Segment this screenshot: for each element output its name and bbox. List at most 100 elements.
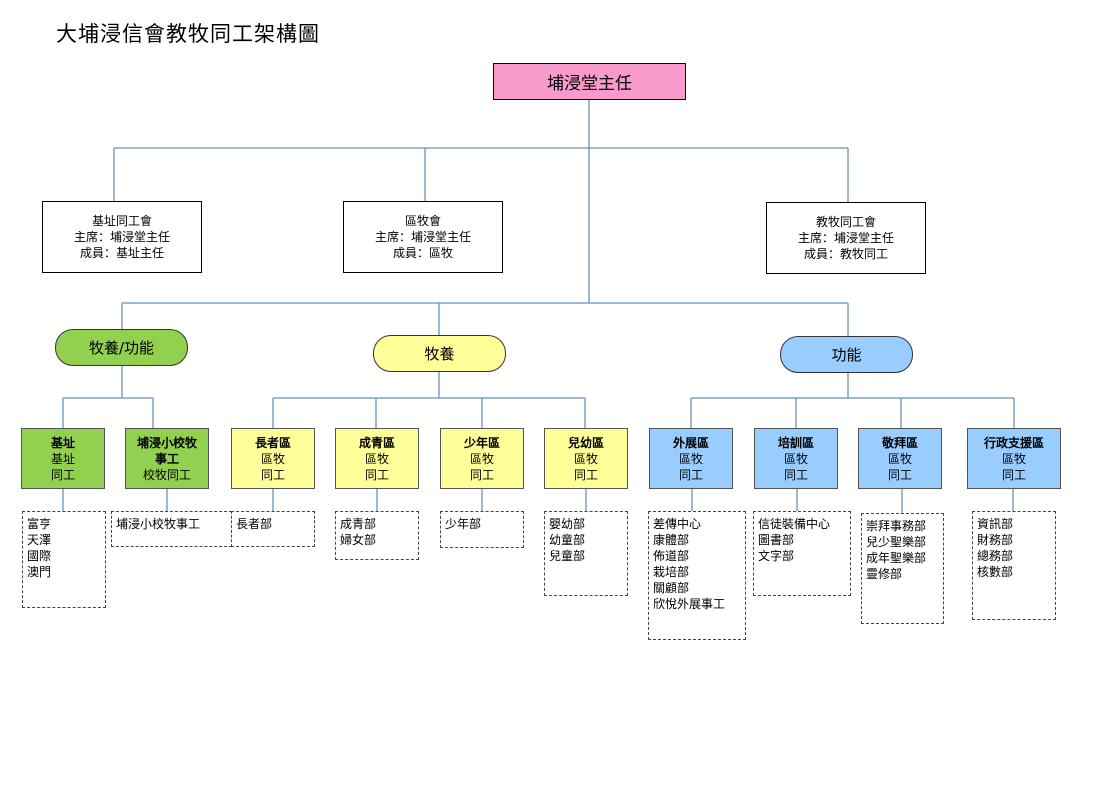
committee-name: 教牧同工會 xyxy=(815,215,876,229)
dept-list-worship: 崇拜事務部 兒少聖樂部 成年聖樂部 靈修部 xyxy=(861,513,944,624)
unit-line3: 同工 xyxy=(678,467,703,482)
unit-line2: 區牧 xyxy=(573,451,598,466)
top-node-label: 埔浸堂主任 xyxy=(547,74,632,94)
dept-item: 栽培部 xyxy=(653,565,690,579)
dept-list-elderly: 長者部 xyxy=(231,511,315,547)
unit-line2: 區牧 xyxy=(1001,451,1026,466)
unit-primary-school-chaplaincy: 埔浸小校牧事工 校牧同工 xyxy=(125,428,209,489)
unit-line3: 同工 xyxy=(1001,467,1026,482)
committee-chair: 主席：埔浸堂主任 xyxy=(374,230,471,244)
unit-name: 長者區 xyxy=(254,435,291,450)
dept-list-admin-support: 資訊部 財務部 總務部 核數部 xyxy=(972,511,1056,620)
committee-district-pastors: 區牧會 主席：埔浸堂主任 成員：區牧 xyxy=(343,201,503,273)
unit-name: 少年區 xyxy=(463,435,500,450)
committee-members: 成員：區牧 xyxy=(392,246,453,260)
dept-list-outreach: 差傳中心 康體部 佈道部 栽培部 關顧部 欣悅外展事工 xyxy=(648,511,746,640)
dept-list-primary-school-chaplaincy: 埔浸小校牧事工 xyxy=(111,511,232,547)
unit-training: 培訓區 區牧 同工 xyxy=(754,428,838,489)
unit-admin-support: 行政支援區 區牧 同工 xyxy=(967,428,1061,489)
committee-members: 成員：基址主任 xyxy=(79,246,164,260)
unit-children: 兒幼區 區牧 同工 xyxy=(544,428,628,489)
dept-item: 核數部 xyxy=(977,565,1014,579)
unit-line2: 區牧 xyxy=(469,451,494,466)
unit-name: 外展區 xyxy=(672,435,709,450)
dept-item: 兒少聖樂部 xyxy=(866,535,927,549)
dept-item: 關顧部 xyxy=(653,581,690,595)
committee-pastoral-staff: 教牧同工會 主席：埔浸堂主任 成員：教牧同工 xyxy=(766,202,926,274)
dept-item: 少年部 xyxy=(445,517,482,531)
unit-name: 敬拜區 xyxy=(881,435,918,450)
unit-line3: 同工 xyxy=(364,467,389,482)
dept-item: 總務部 xyxy=(977,549,1014,563)
unit-line2: 區牧 xyxy=(678,451,703,466)
dept-item: 文字部 xyxy=(758,549,795,563)
dept-item: 欣悅外展事工 xyxy=(653,597,726,611)
unit-line2: 基址 xyxy=(50,451,75,466)
dept-item: 差傳中心 xyxy=(653,517,702,531)
unit-line2: 區牧 xyxy=(364,451,389,466)
unit-name: 兒幼區 xyxy=(567,435,604,450)
committee-base-staff: 基址同工會 主席：埔浸堂主任 成員：基址主任 xyxy=(42,201,202,273)
dept-item: 幼童部 xyxy=(549,533,586,547)
committee-name: 基址同工會 xyxy=(91,214,152,228)
dept-item: 國際 xyxy=(27,549,52,563)
dept-item: 靈修部 xyxy=(866,567,903,581)
unit-young-adult: 成青區 區牧 同工 xyxy=(335,428,419,489)
dept-item: 富亨 xyxy=(27,517,52,531)
dept-item: 佈道部 xyxy=(653,549,690,563)
group-pill-pastoral: 牧養 xyxy=(373,335,506,372)
dept-item: 財務部 xyxy=(977,533,1014,547)
unit-name: 培訓區 xyxy=(777,435,814,450)
unit-line3: 同工 xyxy=(887,467,912,482)
dept-item: 崇拜事務部 xyxy=(866,519,927,533)
committee-chair: 主席：埔浸堂主任 xyxy=(797,231,894,245)
dept-item: 長者部 xyxy=(236,517,273,531)
group-label: 牧養 xyxy=(424,345,455,363)
group-label: 功能 xyxy=(831,346,862,364)
dept-item: 澳門 xyxy=(27,565,52,579)
dept-item: 資訊部 xyxy=(977,517,1014,531)
dept-item: 康體部 xyxy=(653,533,690,547)
dept-list-training: 信徒裝備中心 圖書部 文字部 xyxy=(753,511,851,596)
unit-youth: 少年區 區牧 同工 xyxy=(440,428,524,489)
dept-list-youth: 少年部 xyxy=(440,511,524,548)
dept-list-base: 富亨 天澤 國際 澳門 xyxy=(22,511,106,608)
committee-members: 成員：教牧同工 xyxy=(803,247,888,261)
unit-line3: 校牧同工 xyxy=(142,467,191,482)
chart-title: 大埔浸信會教牧同工架構圖 xyxy=(56,22,320,46)
dept-item: 成青部 xyxy=(340,517,377,531)
unit-line2: 區牧 xyxy=(260,451,285,466)
dept-item: 天澤 xyxy=(27,533,52,547)
unit-line3: 同工 xyxy=(573,467,598,482)
dept-item: 埔浸小校牧事工 xyxy=(116,517,201,531)
unit-line3: 同工 xyxy=(783,467,808,482)
unit-elderly: 長者區 區牧 同工 xyxy=(231,428,315,489)
committee-name: 區牧會 xyxy=(404,214,441,228)
unit-line2: 區牧 xyxy=(887,451,912,466)
unit-worship: 敬拜區 區牧 同工 xyxy=(858,428,942,489)
dept-item: 兒童部 xyxy=(549,549,586,563)
unit-outreach: 外展區 區牧 同工 xyxy=(649,428,733,489)
dept-list-children: 嬰幼部 幼童部 兒童部 xyxy=(544,511,628,596)
unit-line2: 區牧 xyxy=(783,451,808,466)
dept-item: 成年聖樂部 xyxy=(866,551,927,565)
unit-name: 埔浸小校牧事工 xyxy=(136,435,197,466)
group-label: 牧養/功能 xyxy=(88,339,155,357)
unit-name: 行政支援區 xyxy=(983,435,1044,450)
dept-list-young-adult: 成青部 婦女部 xyxy=(335,511,419,560)
unit-base: 基址 基址 同工 xyxy=(21,428,105,489)
group-pill-function: 功能 xyxy=(780,336,913,373)
group-pill-pastoral-function: 牧養/功能 xyxy=(55,329,188,366)
top-node-pastor: 埔浸堂主任 xyxy=(493,63,686,100)
unit-name: 成青區 xyxy=(358,435,395,450)
unit-line3: 同工 xyxy=(469,467,494,482)
committee-chair: 主席：埔浸堂主任 xyxy=(73,230,170,244)
unit-line3: 同工 xyxy=(260,467,285,482)
unit-line3: 同工 xyxy=(50,467,75,482)
dept-item: 婦女部 xyxy=(340,533,377,547)
dept-item: 嬰幼部 xyxy=(549,517,586,531)
unit-name: 基址 xyxy=(50,435,75,450)
dept-item: 信徒裝備中心 xyxy=(758,517,831,531)
